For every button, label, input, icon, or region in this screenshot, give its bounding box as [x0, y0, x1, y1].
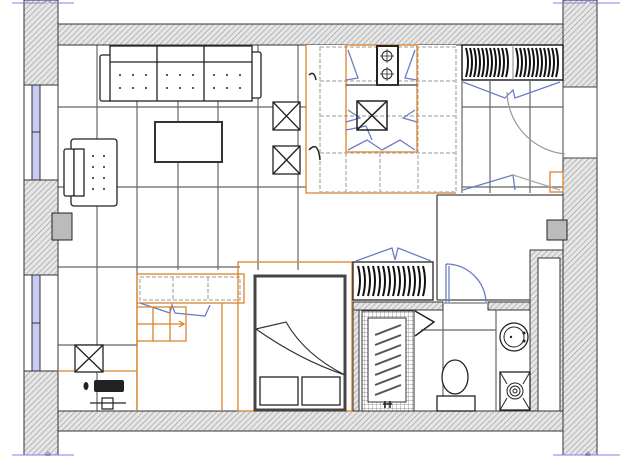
pillow-icon — [301, 376, 341, 406]
kitchen-sink-icon — [356, 100, 388, 131]
shower-icon — [361, 310, 436, 412]
walls — [12, 0, 620, 456]
partition-hall — [436, 194, 563, 301]
sofa-icon — [99, 45, 262, 102]
wall-bath-top-left — [352, 301, 444, 311]
wall-right-bottom — [562, 157, 598, 456]
bathroom — [361, 263, 531, 412]
wall-bottom — [57, 410, 564, 432]
stairs-icon — [136, 303, 223, 411]
wardrobe-icon — [352, 247, 434, 301]
bed-icon — [237, 261, 353, 412]
chair-icon — [308, 72, 321, 161]
kitchen-unit — [305, 44, 457, 194]
window-icon — [23, 84, 59, 181]
wall-top — [57, 23, 564, 46]
pillar-right — [546, 219, 568, 241]
stool-icon — [272, 145, 301, 175]
armchair-icon — [63, 138, 118, 207]
wall-niche — [537, 257, 561, 412]
hallway-lines — [461, 80, 566, 193]
window-icon — [23, 274, 59, 372]
toilet-icon — [436, 359, 476, 412]
desk-icon — [58, 344, 137, 410]
shelf-unit — [136, 273, 245, 317]
stool-icon — [272, 101, 301, 131]
coffee-table-icon — [154, 121, 223, 163]
keyboard-icon — [94, 380, 124, 392]
door-icon — [506, 91, 566, 155]
wall-left-top — [23, 0, 59, 86]
entry-opening — [562, 86, 598, 159]
wall-right-top — [562, 0, 598, 88]
mouse-icon — [83, 382, 89, 390]
chair-icon — [90, 397, 126, 410]
door-icon — [443, 263, 488, 304]
wall-bath-top-right — [487, 301, 531, 311]
wall-left-bottom — [23, 370, 59, 456]
pillar-left — [51, 212, 73, 241]
stove-icon — [376, 45, 399, 86]
pillow-icon — [259, 376, 299, 406]
wall-bath-left — [352, 309, 360, 412]
wardrobe-icon — [461, 44, 564, 81]
washing-machine-icon — [499, 371, 531, 411]
washbasin-icon — [499, 322, 529, 352]
